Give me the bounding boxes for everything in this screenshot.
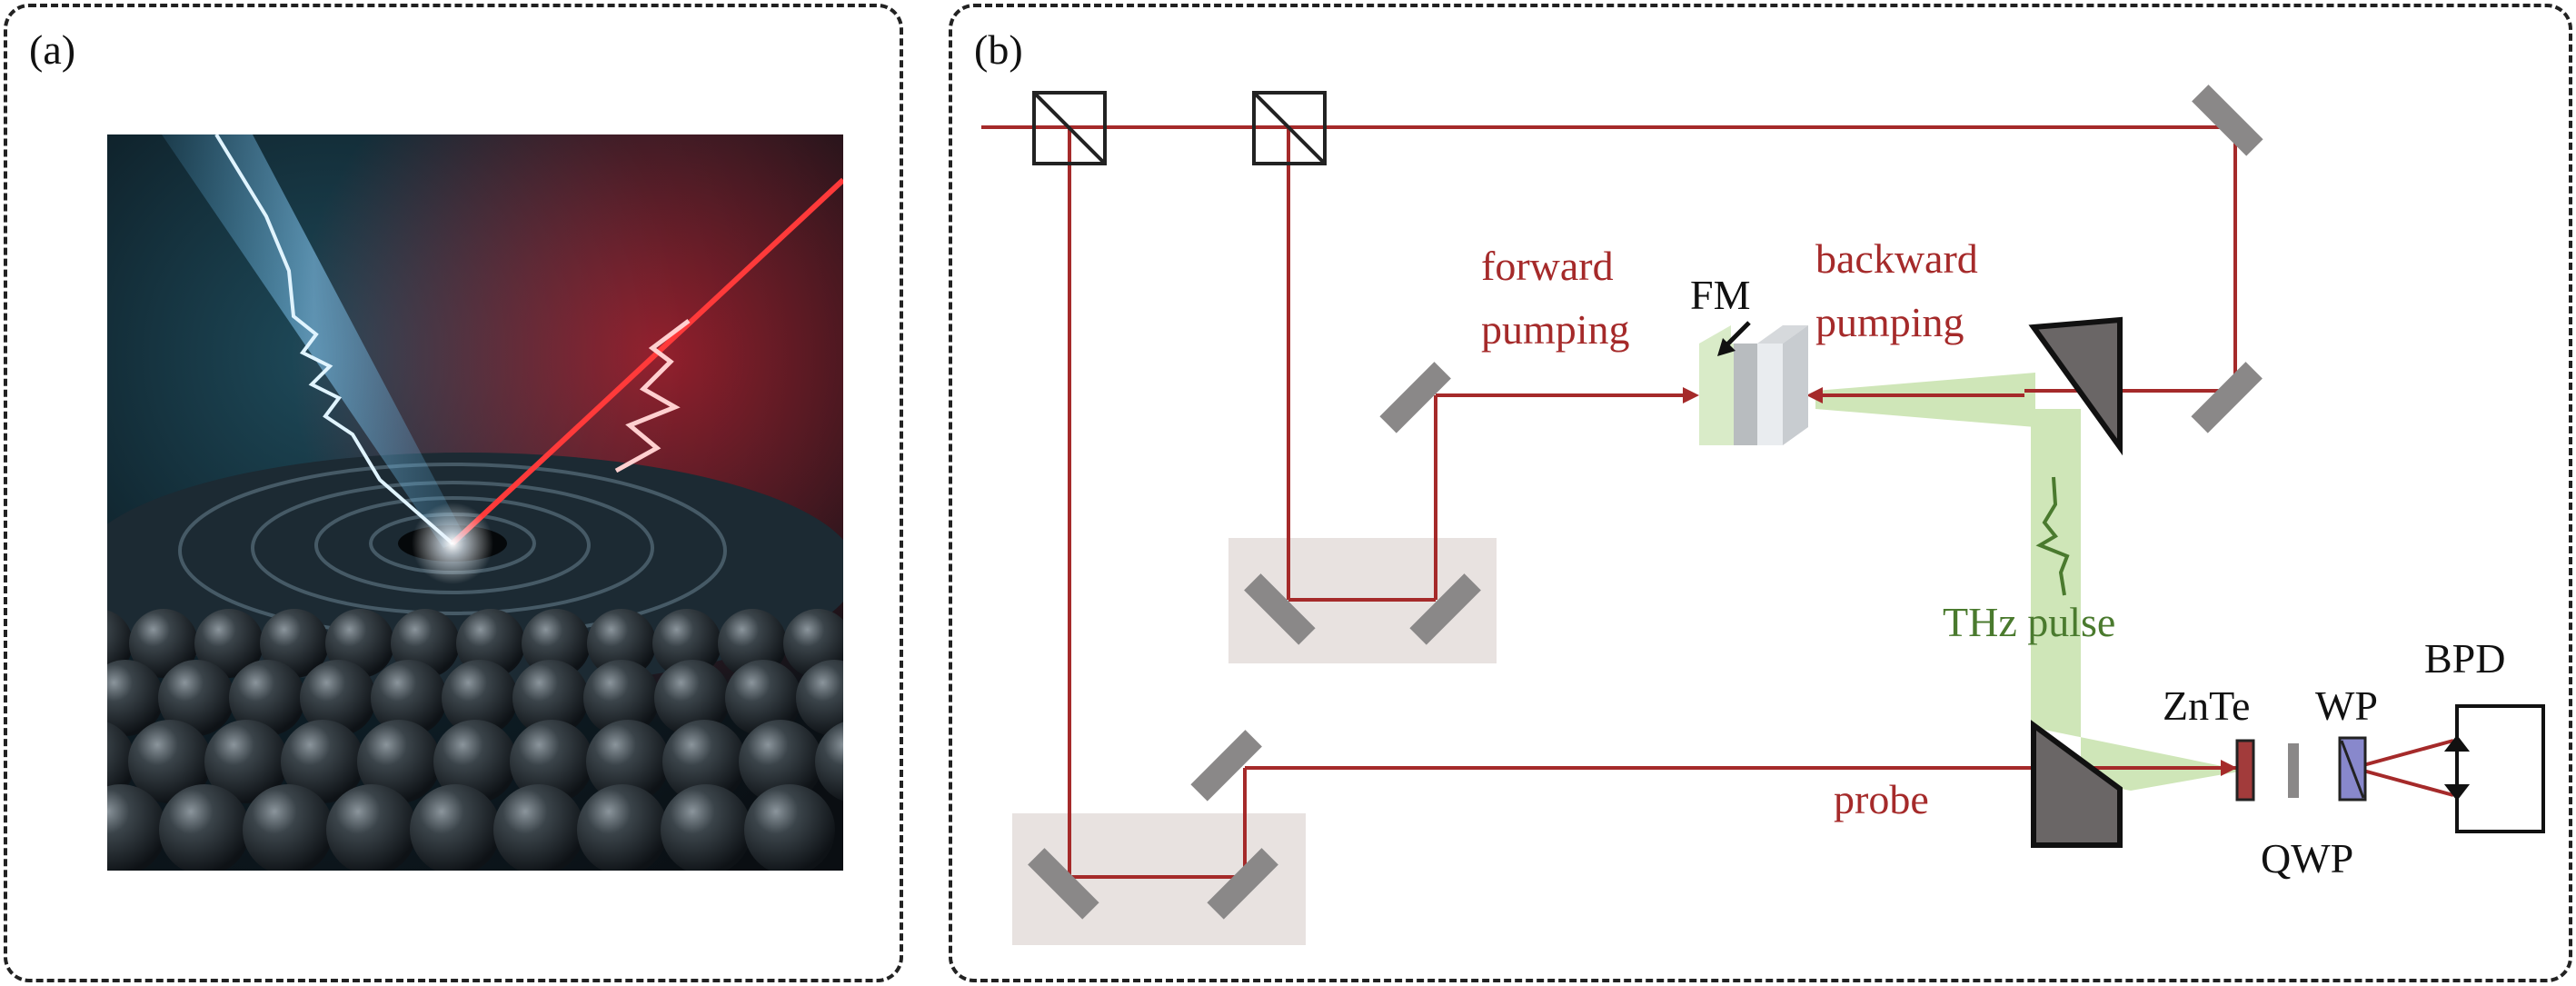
- thz-arrowhead: [2221, 760, 2237, 776]
- mirror-top-right: [2192, 85, 2263, 156]
- laser-beam-paths: [981, 125, 2454, 879]
- fm-sample: [1699, 325, 1808, 445]
- label-qwp: QWP: [2261, 835, 2353, 881]
- wp-diagonal: [2340, 740, 2365, 799]
- lattice-sphere: [107, 784, 166, 871]
- beam-splitter-2: [1252, 91, 1327, 165]
- lattice-sphere: [442, 660, 518, 736]
- lattice-sphere: [796, 660, 843, 736]
- thz-beam-horizontal: [1815, 373, 2035, 427]
- lattice-sphere: [725, 660, 801, 736]
- label-backward: backward: [1815, 235, 1978, 282]
- label-bpd: BPD: [2424, 635, 2505, 682]
- lattice-sphere: [522, 609, 591, 678]
- lattice-sphere: [128, 720, 212, 803]
- lattice-sphere: [260, 609, 329, 678]
- mirror-probe-upper: [1190, 730, 1262, 802]
- panel-b: (b): [949, 4, 2572, 982]
- lattice-sphere: [194, 609, 264, 678]
- illustration-image: [107, 134, 843, 871]
- lattice-sphere: [357, 720, 441, 803]
- lattice-sphere: [107, 660, 164, 736]
- lattice-sphere: [577, 784, 668, 871]
- lattice-sphere: [229, 660, 305, 736]
- label-fm: FM: [1690, 272, 1750, 318]
- backward-pump-arrowhead: [1806, 387, 1823, 403]
- label-backward-pumping: pumping: [1815, 299, 1964, 345]
- label-probe: probe: [1834, 776, 1929, 822]
- lattice-sphere: [587, 609, 656, 678]
- mirror-stage-lower-left: [1028, 848, 1099, 920]
- lattice-sphere: [661, 784, 751, 871]
- lattice-sphere: [410, 784, 501, 871]
- label-forward-pumping: pumping: [1481, 306, 1630, 353]
- mirror-stage-upper-right: [1409, 573, 1481, 645]
- label-forward: forward: [1481, 243, 1614, 289]
- lattice-sphere: [739, 720, 822, 803]
- lattice-sphere: [326, 784, 417, 871]
- lattice-sphere: [107, 722, 135, 802]
- label-znte: ZnTe: [2163, 682, 2250, 729]
- lattice-sphere: [583, 660, 660, 736]
- lattice-sphere: [129, 609, 198, 678]
- lattice-sphere: [510, 720, 593, 803]
- mirror-stage-lower-right: [1207, 848, 1278, 920]
- panel-a-label: (a): [29, 26, 76, 73]
- lattice-sphere: [662, 720, 746, 803]
- lattice-sphere: [204, 720, 288, 803]
- lattice-sphere: [243, 784, 333, 871]
- parabolic-mirror-lower: [2031, 720, 2123, 848]
- lattice-sphere: [433, 720, 517, 803]
- lattice-sphere: [654, 660, 731, 736]
- mirror-right: [2191, 362, 2263, 433]
- thz-beam-vertical: [2031, 409, 2244, 791]
- lattice-sphere: [652, 609, 721, 678]
- znte-crystal: [2235, 739, 2255, 802]
- lattice-sphere: [371, 660, 447, 736]
- parabolic-mirror-upper: [2028, 316, 2123, 456]
- lattice-sphere: [158, 660, 234, 736]
- lattice-sphere: [493, 784, 584, 871]
- lattice-sphere: [281, 720, 364, 803]
- lattice-sphere: [512, 660, 589, 736]
- lattice-sphere: [586, 720, 670, 803]
- forward-pump-arrowhead: [1683, 387, 1699, 403]
- qwp-plate: [2288, 743, 2299, 798]
- mirrors: [1028, 85, 2263, 920]
- panel-a: (a): [4, 4, 903, 982]
- lattice-sphere: [744, 784, 835, 871]
- mirror-stage-upper-left: [1244, 573, 1316, 645]
- panel-b-label: (b): [974, 26, 1023, 73]
- bpd-detector: [2443, 704, 2545, 833]
- lattice-sphere: [300, 660, 376, 736]
- label-wp: WP: [2315, 682, 2378, 729]
- label-thz-pulse: THz pulse: [1943, 599, 2115, 645]
- mirror-fwd-upper: [1379, 362, 1451, 433]
- fm-arrowhead: [1717, 338, 1736, 356]
- beam-splitter-1: [1032, 91, 1107, 165]
- lattice-sphere: [159, 784, 250, 871]
- lattice-sphere: [815, 722, 843, 802]
- thz-waveform-icon: [2035, 476, 2070, 596]
